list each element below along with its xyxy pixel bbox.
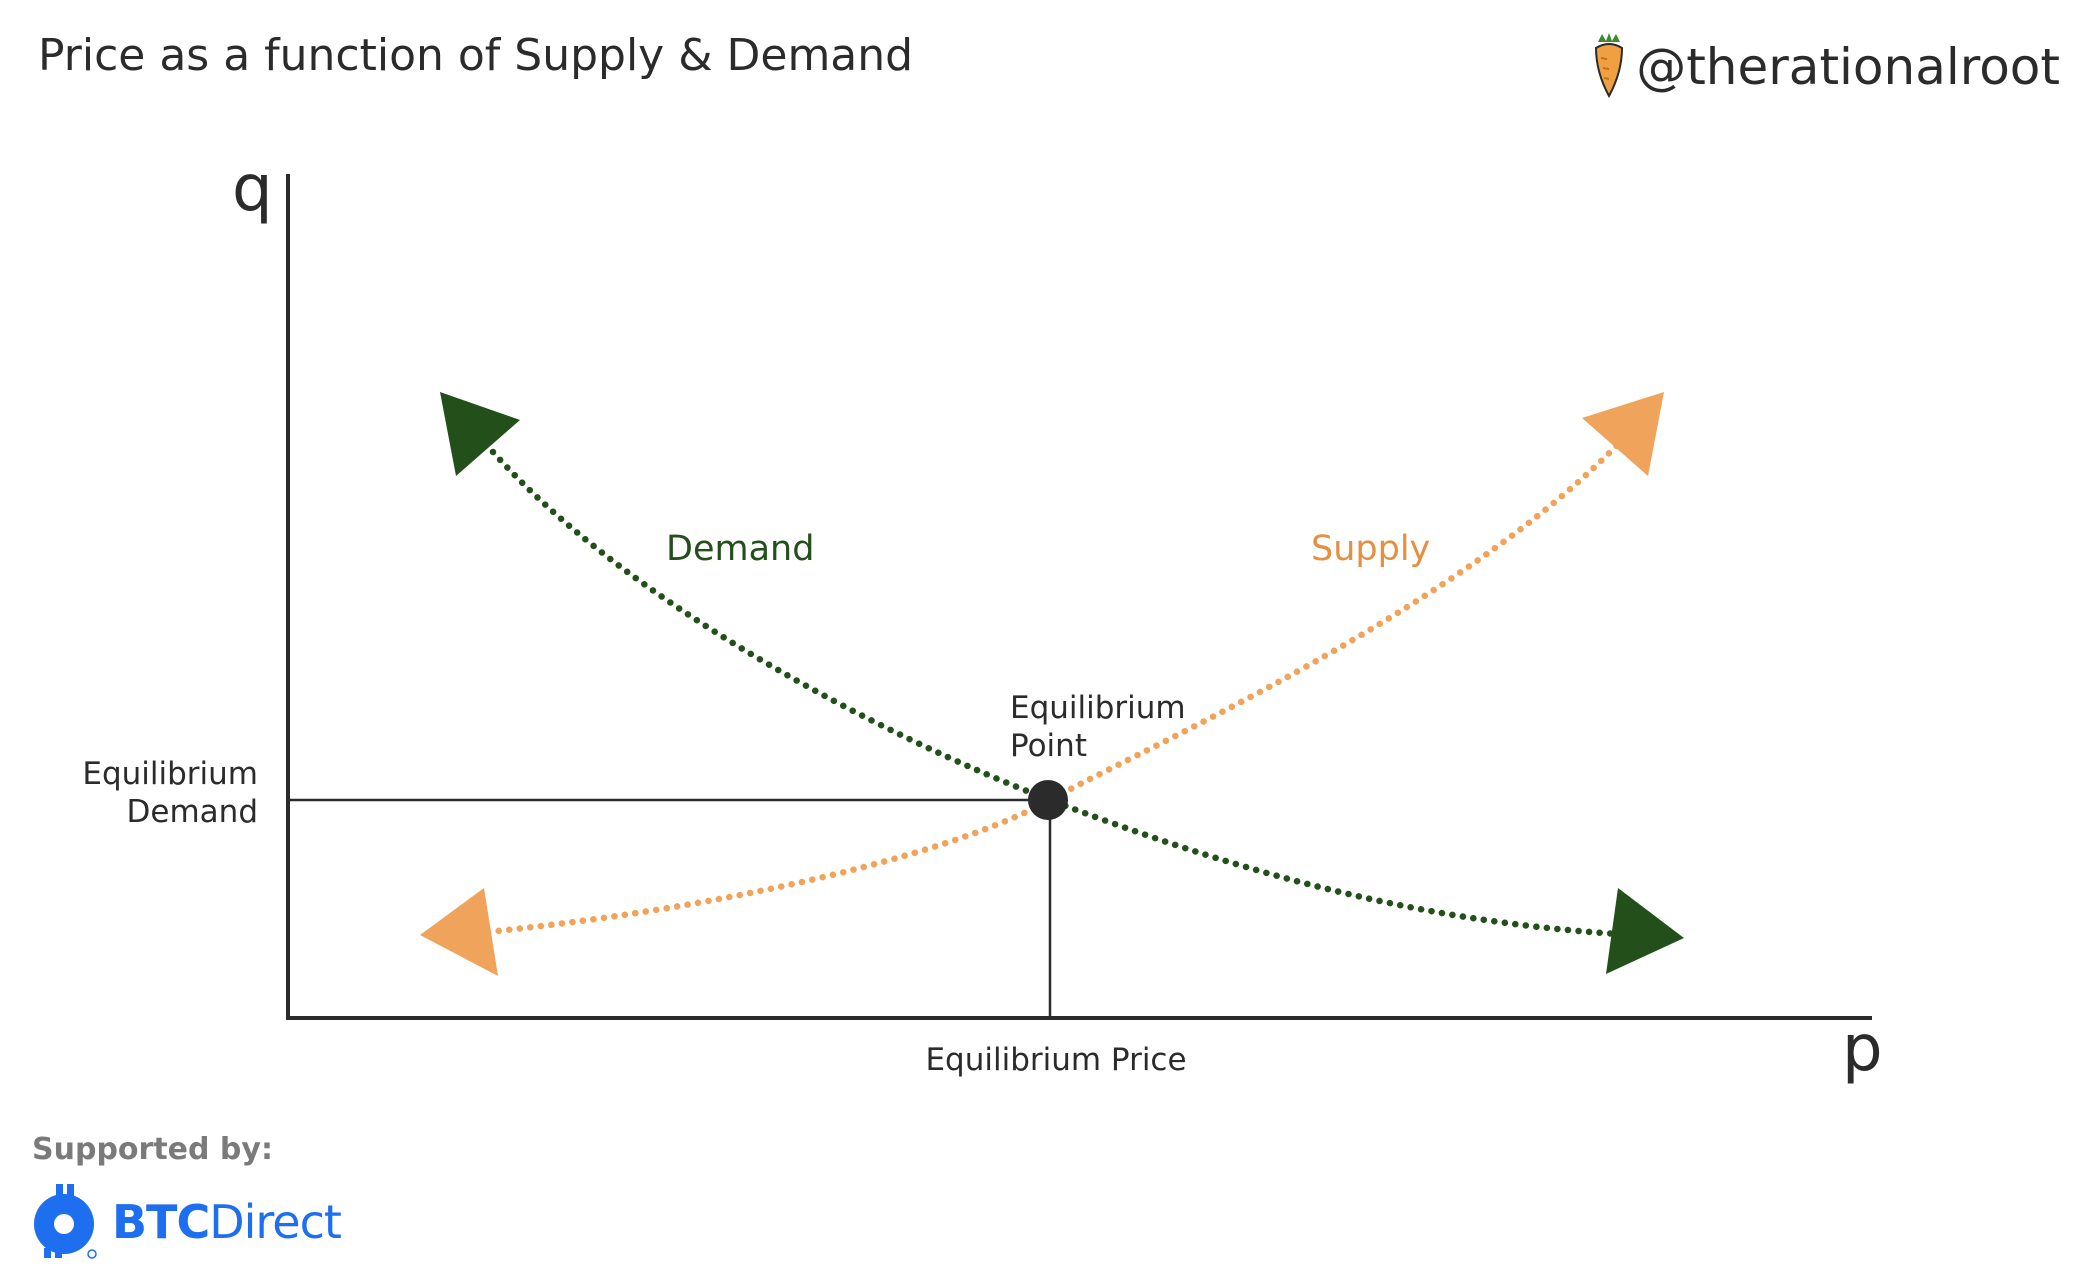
sponsor-logo: BTCDirect — [30, 1180, 342, 1264]
sponsor-name-bold: BTC — [112, 1195, 210, 1249]
supply-arrow-right — [1582, 392, 1664, 476]
demand-arrow-right — [1606, 888, 1684, 974]
sponsor-name-light: Direct — [209, 1195, 342, 1249]
supply-curve — [484, 436, 1626, 936]
equilibrium-point-label-line2: Point — [1010, 728, 1087, 764]
sponsor-name: BTCDirect — [112, 1195, 342, 1249]
carrot-icon — [1592, 32, 1626, 102]
demand-curve-label: Demand — [666, 529, 814, 569]
supply-arrow-left — [420, 888, 498, 976]
supply-curve-label: Supply — [1311, 529, 1430, 569]
equilibrium-point-marker — [1028, 780, 1068, 820]
x-axis-label: p — [1842, 1012, 1883, 1086]
btcdirect-logo-icon — [30, 1180, 100, 1264]
y-axis-label: q — [232, 152, 273, 226]
equilibrium-point-label-line1: Equilibrium — [1010, 690, 1186, 726]
supported-by-label: Supported by: — [32, 1132, 273, 1167]
equilibrium-demand-label-line2: Demand — [127, 794, 258, 830]
equilibrium-price-label: Equilibrium Price — [925, 1042, 1186, 1078]
equilibrium-demand-label-line1: Equilibrium — [82, 756, 258, 792]
demand-curve — [482, 440, 1622, 938]
demand-arrow-left — [440, 392, 520, 476]
brand-handle-group: @therationalroot — [1592, 32, 2060, 102]
brand-handle-text: @therationalroot — [1636, 38, 2060, 96]
page-title: Price as a function of Supply & Demand — [38, 30, 914, 81]
